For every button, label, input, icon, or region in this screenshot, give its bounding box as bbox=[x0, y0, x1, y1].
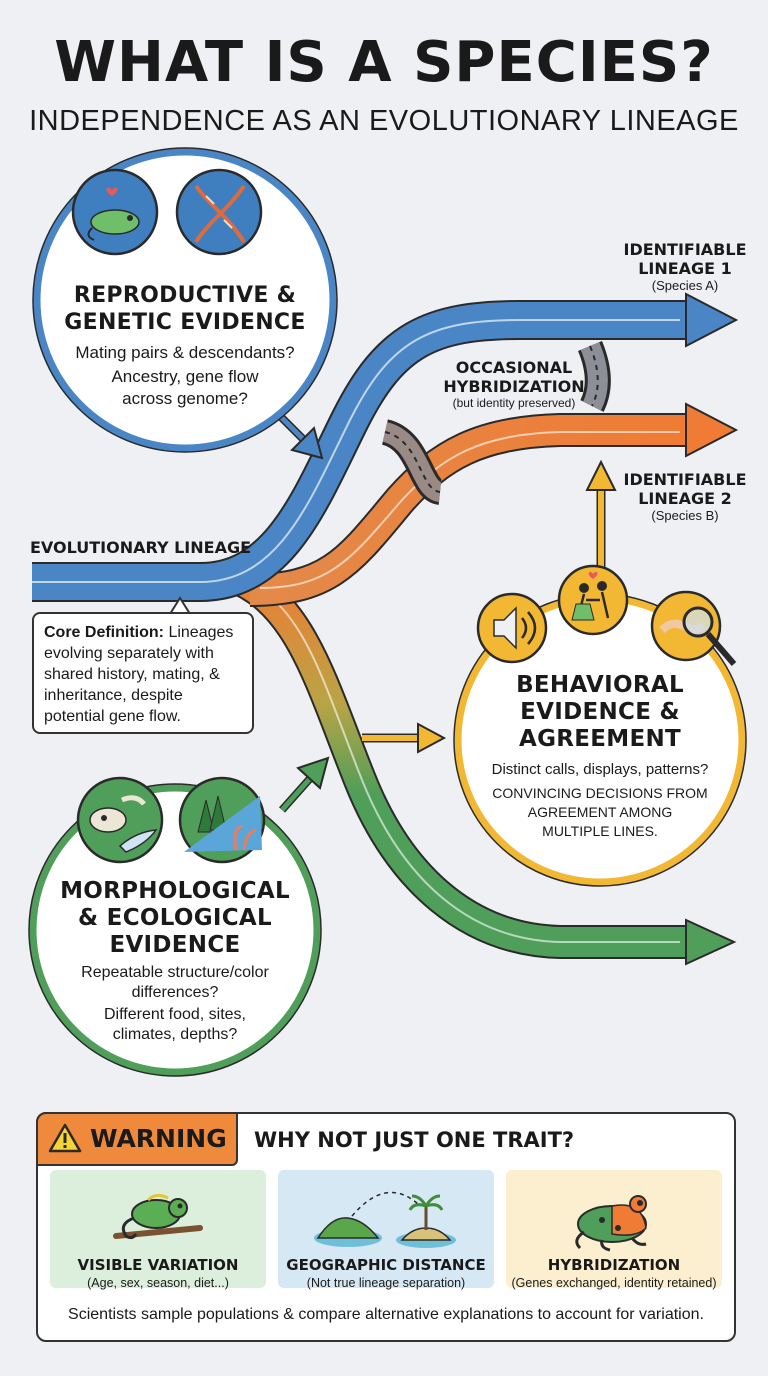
lineage-2-line2: LINEAGE 2 bbox=[638, 489, 732, 508]
warning-footer: Scientists sample populations & compare … bbox=[68, 1306, 704, 1323]
lineage-1-sub: (Species A) bbox=[651, 278, 719, 293]
hybridization-sub: (but identity preserved) bbox=[452, 396, 576, 410]
reproductive-title-1: REPRODUCTIVE & bbox=[73, 283, 297, 308]
green-arrowhead bbox=[685, 918, 737, 966]
card-visible-variation-sub: (Age, sex, season, diet...) bbox=[87, 1276, 229, 1290]
hybridization-line1: OCCASIONAL bbox=[455, 358, 573, 377]
hybridization-line2: HYBRIDIZATION bbox=[443, 377, 585, 396]
lineage-1-label: IDENTIFIABLE LINEAGE 1 (Species A) bbox=[600, 240, 768, 293]
reproductive-question-2a: Ancestry, gene flow bbox=[111, 367, 259, 386]
blue-branch bbox=[32, 292, 739, 602]
behavioral-conclusion-2: AGREEMENT AMONG bbox=[527, 804, 673, 820]
card-geographic-distance-sub: (Not true lineage separation) bbox=[306, 1276, 466, 1290]
page-subtitle: INDEPENDENCE AS AN EVOLUTIONARY LINEAGE bbox=[29, 105, 739, 137]
morphological-text: MORPHOLOGICAL & ECOLOGICAL EVIDENCE Repe… bbox=[40, 878, 310, 1045]
hybridization-links bbox=[380, 341, 611, 505]
warning-badge: WARNING bbox=[36, 1112, 238, 1166]
lineage-2-label: IDENTIFIABLE LINEAGE 2 (Species B) bbox=[600, 470, 768, 523]
card-geographic-distance: GEOGRAPHIC DISTANCE (Not true lineage se… bbox=[278, 1170, 494, 1290]
reproductive-question-2b: across genome? bbox=[122, 389, 248, 408]
lineage-1-line1: IDENTIFIABLE bbox=[623, 240, 747, 259]
lineage-2-sub: (Species B) bbox=[651, 508, 719, 523]
blue-pointer-arrow bbox=[290, 426, 324, 460]
behavioral-text: BEHAVIORAL EVIDENCE & AGREEMENT Distinct… bbox=[468, 672, 732, 841]
behavioral-title-1: BEHAVIORAL bbox=[516, 672, 684, 698]
core-definition-text: Lineages evolving separately with shared… bbox=[44, 624, 234, 725]
warning-icon bbox=[48, 1123, 82, 1153]
morphological-title-1: MORPHOLOGICAL bbox=[60, 878, 290, 904]
page-title: WHAT IS A SPECIES? bbox=[54, 30, 714, 95]
card-visible-variation-title: VISIBLE VARIATION bbox=[77, 1256, 239, 1274]
behavioral-circle bbox=[453, 564, 747, 887]
morphological-question-1a: Repeatable structure/color bbox=[81, 964, 269, 981]
morphological-circle bbox=[28, 776, 322, 1077]
lineage-1-line2: LINEAGE 1 bbox=[638, 259, 732, 278]
behavioral-title-2: EVIDENCE & bbox=[520, 699, 680, 725]
morphological-question-2a: Different food, sites, bbox=[104, 1006, 246, 1023]
orange-arrowhead bbox=[685, 402, 739, 458]
reproductive-question-1: Mating pairs & descendants? bbox=[75, 343, 295, 362]
reproductive-title-2: GENETIC EVIDENCE bbox=[64, 310, 306, 335]
yellow-right-arrow bbox=[417, 722, 447, 754]
evolutionary-lineage-label: EVOLUTIONARY LINEAGE bbox=[30, 538, 252, 557]
lineage-2-line1: IDENTIFIABLE bbox=[623, 470, 747, 489]
behavioral-conclusion-3: MULTIPLE LINES. bbox=[542, 823, 658, 839]
reproductive-circle bbox=[32, 147, 338, 453]
card-hybridization: HYBRIDIZATION (Genes exchanged, identity… bbox=[506, 1170, 722, 1290]
green-branch bbox=[223, 558, 737, 966]
morphological-question-1b: differences? bbox=[131, 984, 219, 1001]
warning-panel: WARNING WHY NOT JUST ONE TRAIT? VISIBLE … bbox=[36, 1112, 736, 1342]
warning-badge-label: WARNING bbox=[90, 1124, 227, 1153]
orange-branch bbox=[249, 402, 739, 607]
card-geographic-distance-title: GEOGRAPHIC DISTANCE bbox=[286, 1256, 486, 1274]
reproductive-text: REPRODUCTIVE & GENETIC EVIDENCE Mating p… bbox=[55, 282, 315, 410]
card-visible-variation: VISIBLE VARIATION (Age, sex, season, die… bbox=[50, 1170, 266, 1290]
islands-icon bbox=[314, 1191, 456, 1248]
behavioral-question: Distinct calls, displays, patterns? bbox=[491, 761, 709, 778]
card-hybridization-sub: (Genes exchanged, identity retained) bbox=[511, 1276, 717, 1290]
core-definition-label: Core Definition: bbox=[44, 624, 164, 641]
yellow-up-arrow bbox=[585, 459, 617, 491]
core-definition-box: Core Definition: Lineages evolving separ… bbox=[32, 612, 254, 734]
hybridization-label: OCCASIONAL HYBRIDIZATION (but identity p… bbox=[432, 358, 596, 410]
blue-arrowhead bbox=[685, 292, 739, 348]
morphological-title-2: & ECOLOGICAL bbox=[78, 905, 272, 931]
frog-icon bbox=[575, 1195, 647, 1252]
green-pointer-arrow bbox=[296, 756, 330, 790]
warning-heading: WHY NOT JUST ONE TRAIT? bbox=[254, 1128, 575, 1152]
chameleon-icon bbox=[113, 1193, 203, 1240]
morphological-question-2b: climates, depths? bbox=[112, 1026, 238, 1043]
behavioral-title-3: AGREEMENT bbox=[518, 726, 682, 752]
morphological-title-3: EVIDENCE bbox=[109, 932, 241, 958]
behavioral-conclusion-1: CONVINCING DECISIONS FROM bbox=[492, 785, 708, 801]
card-hybridization-title: HYBRIDIZATION bbox=[547, 1256, 681, 1274]
